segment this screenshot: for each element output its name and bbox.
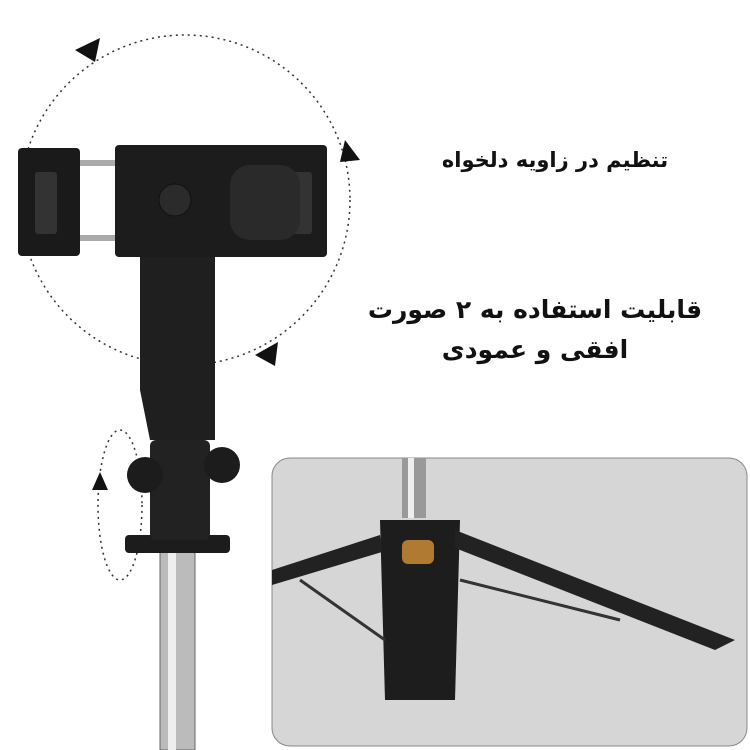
rotation-arrow-icon — [340, 140, 360, 162]
hinge-joint — [150, 440, 210, 540]
tripod-handle — [380, 520, 460, 700]
angle-adjust-caption: تنظیم در زاویه دلخواه — [441, 148, 669, 172]
holder-arm — [140, 250, 215, 440]
orientation-caption-line2: افقی و عمودی — [441, 335, 629, 364]
rotation-arrow-icon — [75, 38, 100, 62]
tripod-inset — [271, 457, 748, 747]
bluetooth-button — [402, 540, 434, 564]
lock-knob — [204, 447, 240, 483]
orientation-caption: قابلیت استفاده به ۲ صورت افقی و عمودی — [355, 290, 715, 370]
rotation-arrow-icon — [255, 342, 278, 366]
selfie-stick-pole — [159, 539, 196, 750]
orientation-caption-line1: قابلیت استفاده به ۲ صورت — [367, 295, 703, 324]
swivel-arrow-icon — [92, 472, 108, 490]
swivel-path — [97, 429, 143, 581]
